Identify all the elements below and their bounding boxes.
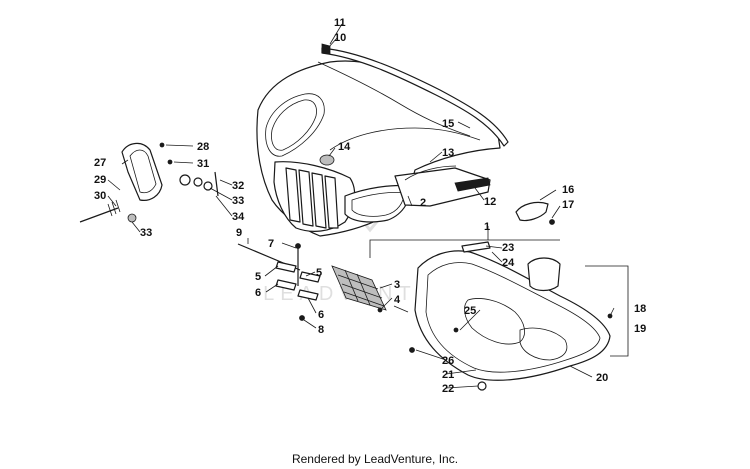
hood-group-outline xyxy=(369,239,560,258)
callout-14: 14 xyxy=(338,141,351,153)
grille xyxy=(285,167,339,229)
callout-20: 20 xyxy=(596,372,608,384)
callout-19: 19 xyxy=(634,323,646,335)
hood-latch-hardware xyxy=(237,243,387,321)
callout-5b: 5 xyxy=(316,267,322,279)
headlight-assembly xyxy=(79,142,219,223)
callout-31: 31 xyxy=(197,158,209,170)
callout-9: 9 xyxy=(236,227,242,239)
callout-1: 1 xyxy=(484,221,490,233)
callout-4: 4 xyxy=(394,294,401,306)
callout-34: 34 xyxy=(232,211,245,223)
callout-8: 8 xyxy=(318,324,324,336)
leader-lines xyxy=(107,23,615,389)
callout-6b: 6 xyxy=(318,309,324,321)
callout-6a: 6 xyxy=(255,287,261,299)
callout-2: 2 xyxy=(420,197,426,209)
callout-28: 28 xyxy=(197,141,209,153)
callout-13: 13 xyxy=(442,147,454,159)
callout-32: 32 xyxy=(232,180,244,192)
callout-22: 22 xyxy=(442,383,454,395)
callout-7: 7 xyxy=(268,238,274,250)
callout-16: 16 xyxy=(562,184,574,196)
storage-tray-assembly xyxy=(409,241,629,391)
callout-labels: 11 10 15 14 13 2 12 1 16 17 23 24 3 4 25… xyxy=(94,17,646,395)
callout-12: 12 xyxy=(484,196,496,208)
callout-33b: 33 xyxy=(140,227,152,239)
footer-credit: Rendered by LeadVenture, Inc. xyxy=(291,452,459,466)
callout-23: 23 xyxy=(502,242,514,254)
callout-24: 24 xyxy=(502,257,515,269)
callout-33a: 33 xyxy=(232,195,244,207)
callout-21: 21 xyxy=(442,369,454,381)
callout-30: 30 xyxy=(94,190,106,202)
callout-25: 25 xyxy=(464,305,476,317)
callout-11: 11 xyxy=(334,17,346,29)
callout-29: 29 xyxy=(94,174,106,186)
callout-27: 27 xyxy=(94,157,106,169)
callout-3: 3 xyxy=(394,279,400,291)
callout-10: 10 xyxy=(334,32,346,44)
callout-15: 15 xyxy=(442,118,454,130)
callout-17: 17 xyxy=(562,199,574,211)
callout-26: 26 xyxy=(442,355,454,367)
callout-18: 18 xyxy=(634,303,646,315)
hood-assembly xyxy=(256,43,555,237)
callout-5a: 5 xyxy=(255,271,261,283)
